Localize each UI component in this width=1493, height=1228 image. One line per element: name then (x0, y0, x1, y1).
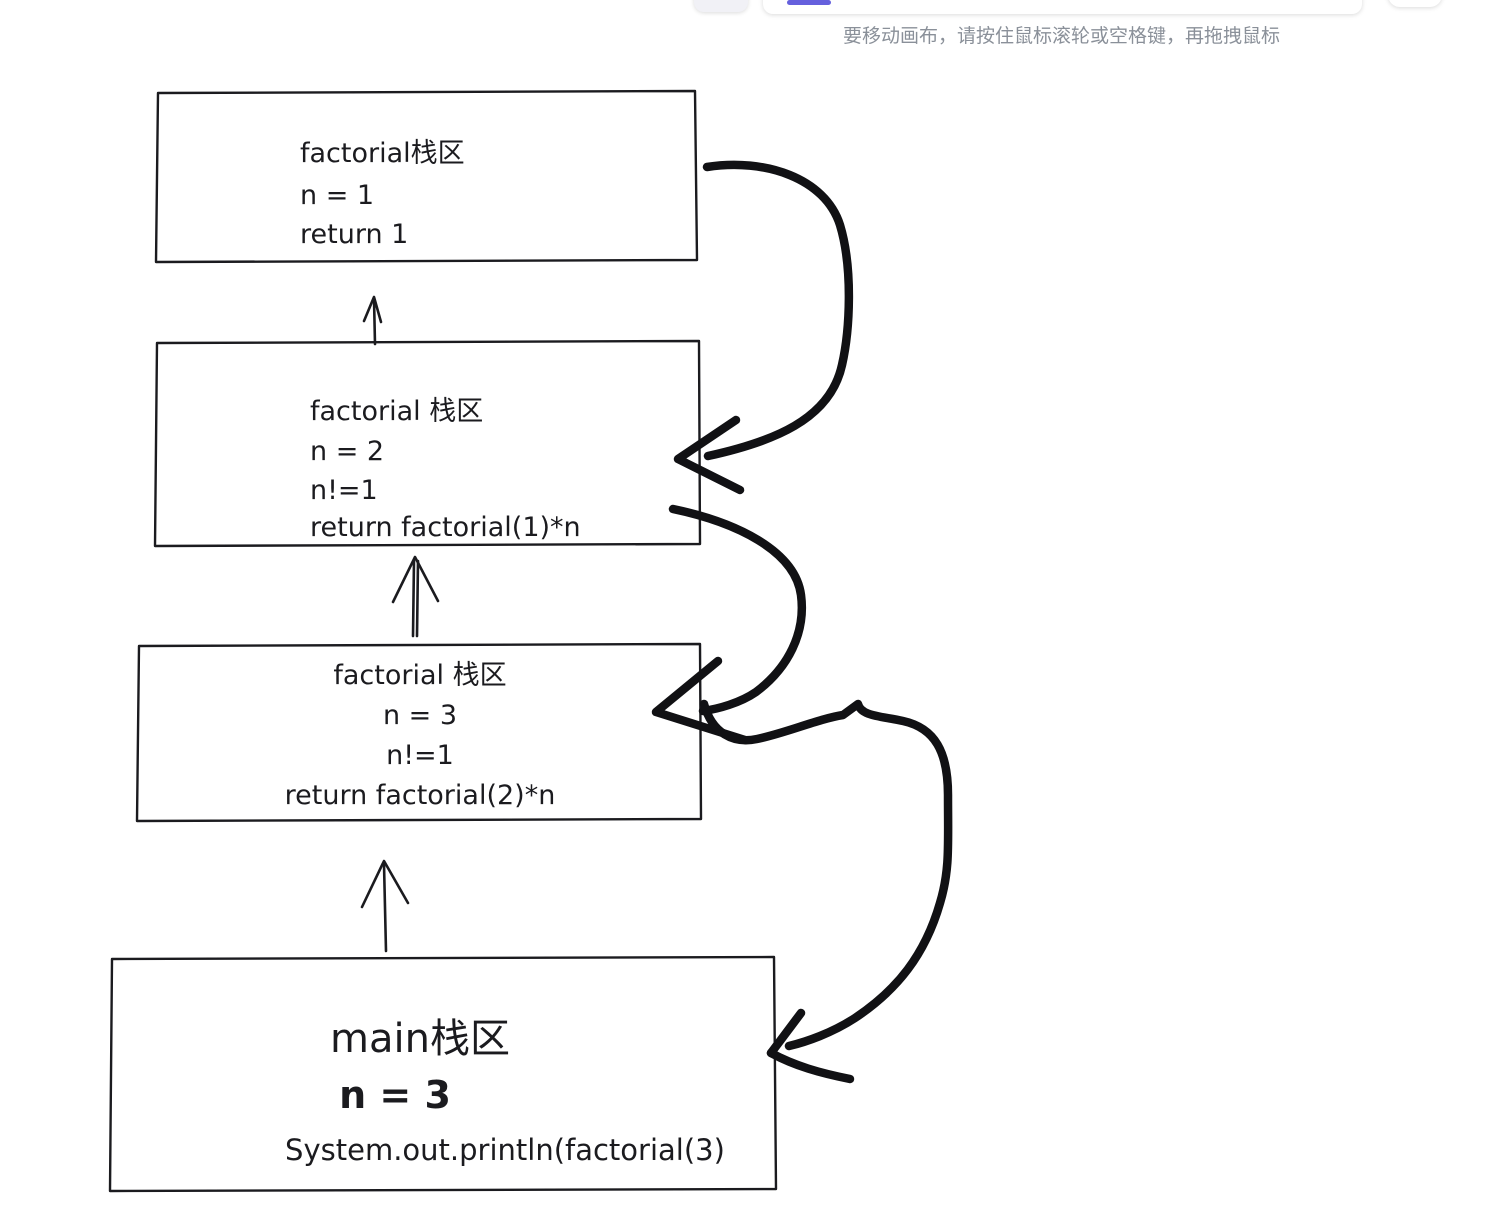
frame-line: System.out.println(factorial(3) (285, 1133, 725, 1167)
arrow-curve (668, 504, 807, 716)
arrow-head (391, 555, 440, 604)
arrow-shaft (415, 559, 420, 638)
frame-line: n!=1 (310, 475, 378, 506)
arrow-head (766, 1048, 855, 1084)
arrow-shaft (382, 862, 388, 953)
frame-line: n = 3 (339, 1073, 451, 1117)
frame-rect (135, 642, 703, 823)
frame-title: factorial 栈区 (333, 660, 506, 691)
stack-frame-factorial-n2[interactable]: factorial 栈区 n = 2 n!=1 return factorial… (153, 339, 702, 548)
return-arrow-n3-to-main[interactable] (699, 699, 953, 1084)
return-arrow-n1-to-n2[interactable] (673, 160, 854, 495)
tool-toolbar-partial[interactable] (763, 0, 1362, 14)
frame-title: factorial 栈区 (310, 396, 483, 427)
arrow-curve (699, 699, 953, 1051)
up-arrow-main-to-n3[interactable] (360, 859, 410, 953)
arrow-head (673, 415, 745, 495)
frame-line: return 1 (300, 219, 408, 250)
frame-rect (153, 339, 702, 548)
arrow-shaft (411, 558, 416, 638)
stack-frame-main[interactable]: main栈区 n = 3 System.out.println(factoria… (108, 955, 778, 1193)
frame-title: main栈区 (330, 1016, 510, 1062)
arrow-head (362, 295, 383, 324)
active-tool-indicator (787, 0, 831, 5)
frame-line: n = 1 (300, 180, 374, 211)
stack-frame-factorial-n1[interactable]: factorial栈区 n = 1 return 1 (154, 89, 699, 264)
arrow-head (360, 859, 410, 909)
library-button-partial[interactable] (1388, 0, 1442, 7)
frame-line: n = 2 (310, 436, 384, 467)
frame-line: n = 3 (383, 700, 457, 731)
menu-button-partial[interactable] (694, 0, 748, 12)
frame-rect (154, 89, 699, 264)
stack-frame-factorial-n3[interactable]: factorial 栈区 n = 3 n!=1 return factorial… (135, 642, 703, 823)
canvas-pan-hint: 要移动画布，请按住鼠标滚轮或空格键，再拖拽鼠标 (843, 26, 1281, 47)
arrow-head (766, 1008, 806, 1058)
frame-line: return factorial(1)*n (310, 512, 581, 543)
frame-line: n!=1 (386, 740, 454, 771)
frame-title: factorial栈区 (300, 138, 465, 169)
arrow-curve (702, 160, 854, 461)
frame-line: return factorial(2)*n (285, 780, 556, 811)
arrow-shaft (372, 297, 377, 346)
up-arrow-n3-to-n2[interactable] (391, 555, 440, 638)
up-arrow-n2-to-n1[interactable] (362, 295, 383, 346)
frame-rect (108, 955, 778, 1193)
